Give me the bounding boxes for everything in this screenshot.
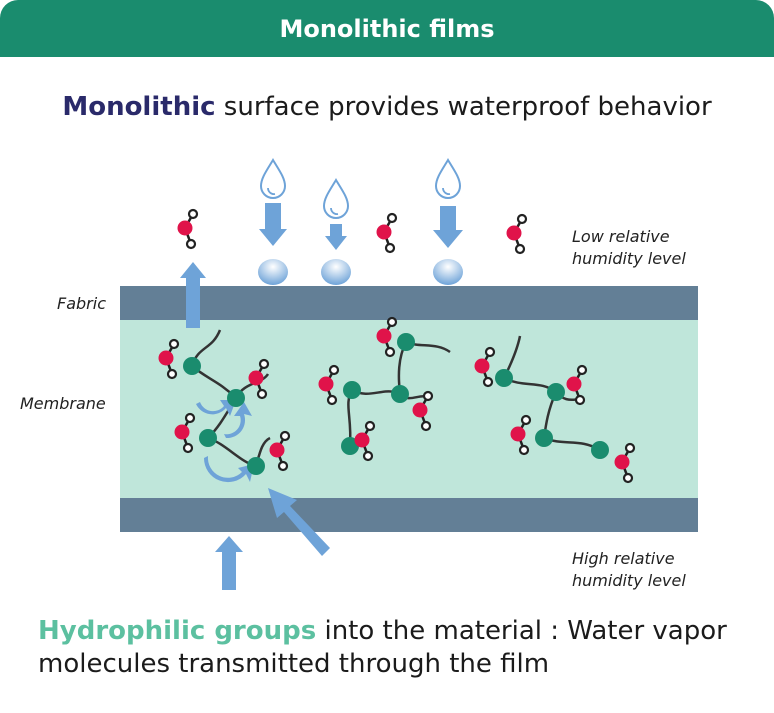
down-arrows [259, 203, 463, 250]
vapor-in-arrows [215, 488, 330, 590]
fabric-layer-bottom [120, 498, 698, 532]
water-drop-icon [323, 179, 349, 219]
low-humidity-line2: humidity level [572, 249, 686, 268]
water-molecule-icon [176, 208, 199, 250]
internal-arrows [196, 400, 254, 483]
hydrophilic-group [391, 385, 409, 403]
fabric-layer-top [120, 286, 698, 320]
high-humidity-label: High relative humidity level [572, 548, 686, 592]
footer-rest: into the material : Water vapor molecule… [38, 616, 727, 679]
hydrophilic-group [199, 429, 217, 447]
hydrophilic-group [227, 389, 245, 407]
low-humidity-label: Low relative humidity level [572, 226, 686, 270]
vapor-up-arrow [180, 262, 206, 328]
water-bead [321, 259, 351, 285]
water-bead [433, 259, 463, 285]
hydrophilic-group [547, 383, 565, 401]
subtitle-rest: surface provides waterproof behavior [215, 92, 712, 122]
water-molecule-icon [505, 213, 528, 255]
footer-highlight: Hydrophilic groups [38, 616, 317, 646]
fabric-label: Fabric [57, 294, 106, 313]
hydrophilic-group [183, 357, 201, 375]
header-title: Monolithic films [279, 14, 495, 43]
subtitle-highlight: Monolithic [62, 92, 216, 122]
water-drop-icon [435, 159, 461, 199]
hydrophilic-group [535, 429, 553, 447]
hydrophilic-group [495, 369, 513, 387]
hydrophilic-group [397, 333, 415, 351]
hydrophilic-group [247, 457, 265, 475]
water-bead [258, 259, 288, 285]
water-molecule-icon [375, 212, 398, 254]
water-drop-icon [260, 159, 286, 199]
hydrophilic-group [343, 381, 361, 399]
high-humidity-line2: humidity level [572, 571, 686, 590]
footer-caption: Hydrophilic groups into the material : W… [38, 615, 758, 681]
low-humidity-line1: Low relative [572, 227, 670, 246]
high-humidity-line1: High relative [572, 549, 675, 568]
subtitle: Monolithic surface provides waterproof b… [0, 92, 774, 122]
header-banner: Monolithic films [0, 0, 774, 57]
hydrophilic-group [341, 437, 359, 455]
hydrophilic-group [591, 441, 609, 459]
membrane-label: Membrane [20, 394, 106, 413]
